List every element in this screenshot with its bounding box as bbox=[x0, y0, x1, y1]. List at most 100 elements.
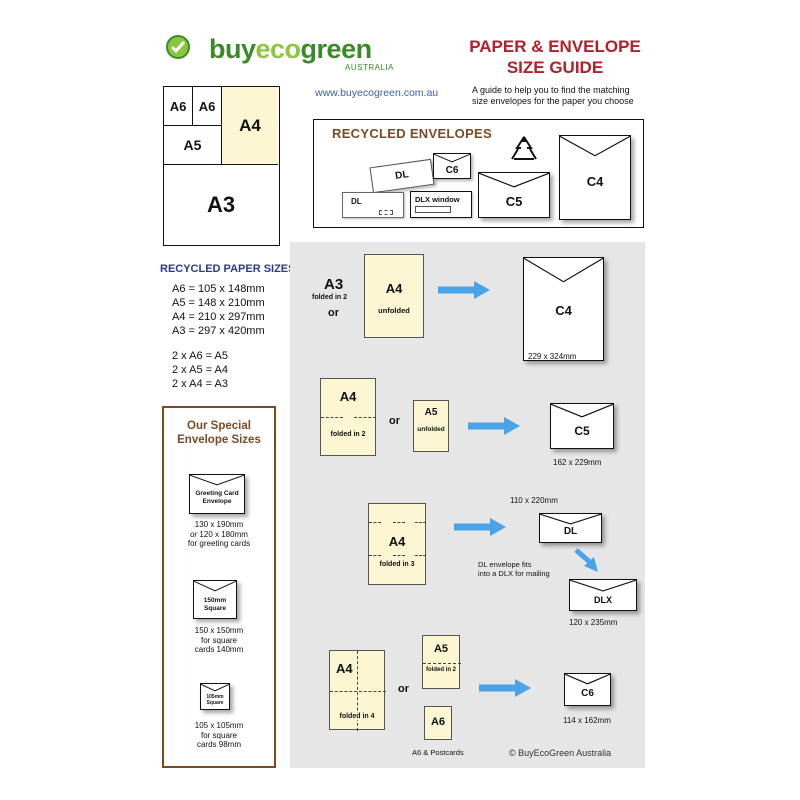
envelope-window bbox=[379, 210, 393, 215]
arrow-down-right-icon bbox=[574, 548, 598, 572]
row1-c4-envelope: C4 bbox=[523, 257, 604, 361]
greeting-card-label: Greeting Card Envelope bbox=[195, 490, 239, 505]
row4-a6-label: A6 bbox=[430, 716, 446, 728]
leaf-check-icon bbox=[166, 35, 190, 59]
recycled-envelopes-heading: RECYCLED ENVELOPES bbox=[332, 126, 492, 141]
intro-text: A guide to help you to find the matching… bbox=[472, 85, 634, 107]
row4-a5-note: folded in 2 bbox=[426, 667, 456, 673]
row2-a5-label: A5 bbox=[424, 407, 438, 418]
envelope-c6-small-label: C6 bbox=[445, 165, 459, 176]
paper-size-line: A5 = 148 x 210mm bbox=[172, 297, 265, 309]
row4-a5-paper: A5 folded in 2 bbox=[422, 635, 461, 689]
fold-line bbox=[330, 691, 386, 692]
envelope-dl-small: DL bbox=[369, 158, 435, 194]
intro-line-2: size envelopes for the paper you choose bbox=[472, 96, 634, 106]
row4-a4-label: A4 bbox=[336, 661, 353, 676]
envelope-flap-icon bbox=[551, 404, 613, 418]
logo[interactable]: buyecogreen AUSTRALIA bbox=[165, 33, 405, 75]
a6-cell-1: A6 bbox=[164, 87, 193, 126]
row4-c6-envelope: C6 bbox=[564, 673, 611, 706]
arrow-right-icon bbox=[438, 281, 490, 299]
row1-a4-paper: A4 unfolded bbox=[364, 254, 424, 338]
row4-a4-paper: A4 folded in 4 bbox=[329, 650, 386, 731]
paper-sizes-heading: RECYCLED PAPER SIZES bbox=[160, 263, 296, 275]
paper-combo-line: 2 x A6 = A5 bbox=[172, 350, 228, 362]
envelope-dlx-window: DLX window bbox=[410, 191, 472, 218]
recycled-envelopes-box: RECYCLED ENVELOPES DL C6 DL DLX window C… bbox=[313, 119, 644, 228]
row2-a5-paper: A5 unfolded bbox=[413, 400, 449, 452]
envelope-dl-small-label: DL bbox=[394, 169, 410, 182]
row4-or: or bbox=[398, 683, 409, 695]
a4-cell: A4 bbox=[222, 87, 278, 165]
envelope-flap-icon bbox=[190, 475, 244, 486]
envelope-c5-medium: C5 bbox=[478, 172, 550, 218]
envelope-flap-icon bbox=[540, 514, 601, 525]
envelope-flap-icon bbox=[201, 684, 229, 692]
a6-cell-2: A6 bbox=[193, 87, 222, 126]
row1-a4-label: A4 bbox=[385, 281, 403, 296]
special-heading: Our Special Envelope Sizes bbox=[164, 419, 274, 447]
row2-c5-envelope: C5 bbox=[550, 403, 614, 449]
row3-dl-size: 110 x 220mm bbox=[510, 496, 558, 505]
brand-buy: buy bbox=[209, 34, 256, 64]
row3-fit-note: DL envelope fits into a DLX for mailing bbox=[478, 560, 550, 578]
paper-combo-line: 2 x A5 = A4 bbox=[172, 364, 228, 376]
envelope-c6-small: C6 bbox=[433, 153, 471, 179]
row4-a6-note: A6 & Postcards bbox=[412, 748, 464, 757]
envelope-dl-window: DL bbox=[342, 192, 404, 218]
envelope-flap-icon bbox=[560, 136, 630, 157]
greeting-card-sizes: 130 x 190mm or 120 x 180mm for greeting … bbox=[187, 520, 251, 548]
title-line-1: PAPER & ENVELOPE bbox=[469, 37, 641, 56]
row2-c5-label: C5 bbox=[574, 424, 590, 438]
special-heading-line-2: Envelope Sizes bbox=[177, 434, 261, 446]
row3-dlx-label: DLX bbox=[594, 595, 612, 605]
row2-or: or bbox=[389, 415, 400, 427]
website-link[interactable]: www.buyecogreen.com.au bbox=[315, 87, 439, 99]
row3-a4-note: folded in 3 bbox=[379, 561, 415, 568]
brand-subtitle: AUSTRALIA bbox=[345, 63, 394, 72]
row4-a6-paper: A6 bbox=[424, 706, 452, 740]
brand-green: green bbox=[300, 34, 373, 64]
fold-line bbox=[354, 417, 376, 418]
fold-line bbox=[415, 522, 426, 523]
envelope-c5-medium-label: C5 bbox=[505, 194, 523, 209]
square-150-envelope: 150mm Square bbox=[193, 580, 237, 619]
intro-line-1: A guide to help you to find the matching bbox=[472, 85, 630, 95]
envelope-dlx-window-label: DLX window bbox=[415, 195, 460, 204]
row2-c5-size: 162 x 229mm bbox=[553, 458, 602, 467]
square-105-label: 105mm Square bbox=[206, 694, 224, 706]
envelope-flap-icon bbox=[434, 154, 470, 163]
paper-combo-line: 2 x A4 = A3 bbox=[172, 378, 228, 390]
row4-c6-size: 114 x 162mm bbox=[563, 716, 611, 725]
row1-or: or bbox=[328, 307, 339, 319]
row3-dl-envelope: DL bbox=[539, 513, 602, 543]
envelope-dl-window-label: DL bbox=[351, 197, 362, 206]
fold-line bbox=[393, 522, 405, 523]
row1-a3-label: A3 bbox=[324, 276, 344, 293]
row4-c6-label: C6 bbox=[581, 688, 594, 699]
title-line-2: SIZE GUIDE bbox=[506, 58, 604, 77]
row2-a4-label: A4 bbox=[339, 389, 357, 404]
a3-cell: A3 bbox=[206, 192, 236, 217]
square-105-sizes: 105 x 105mm for square cards 98mm bbox=[194, 721, 244, 749]
matching-guide-panel: A3 folded in 2 or A4 unfolded C4 229 x 3… bbox=[290, 242, 645, 768]
paper-size-line: A6 = 105 x 148mm bbox=[172, 283, 265, 295]
page-title: PAPER & ENVELOPE SIZE GUIDE bbox=[440, 36, 670, 78]
row3-dl-label: DL bbox=[563, 526, 578, 537]
paper-size-line: A3 = 297 x 420mm bbox=[172, 325, 265, 337]
row4-a4-note: folded in 4 bbox=[330, 713, 384, 720]
greeting-card-envelope: Greeting Card Envelope bbox=[189, 474, 245, 514]
recycle-icon bbox=[511, 136, 537, 160]
row4-a5-label: A5 bbox=[433, 643, 449, 655]
paper-size-diagram: A6 A6 A5 A4 A3 bbox=[163, 86, 280, 246]
square-105-envelope: 105mm Square bbox=[200, 683, 230, 710]
row3-a4-paper: A4 folded in 3 bbox=[368, 503, 426, 585]
envelope-flap-icon bbox=[570, 580, 636, 592]
fold-line bbox=[369, 522, 381, 523]
greeting-size-or: or bbox=[190, 529, 198, 539]
fold-line bbox=[415, 555, 426, 556]
special-envelopes-panel: Our Special Envelope Sizes Greeting Card… bbox=[162, 406, 276, 768]
row1-c4-size: 229 x 324mm bbox=[528, 352, 577, 361]
row2-a4-paper: A4 folded in 2 bbox=[320, 378, 376, 456]
row1-a3-note: folded in 2 bbox=[312, 294, 347, 301]
